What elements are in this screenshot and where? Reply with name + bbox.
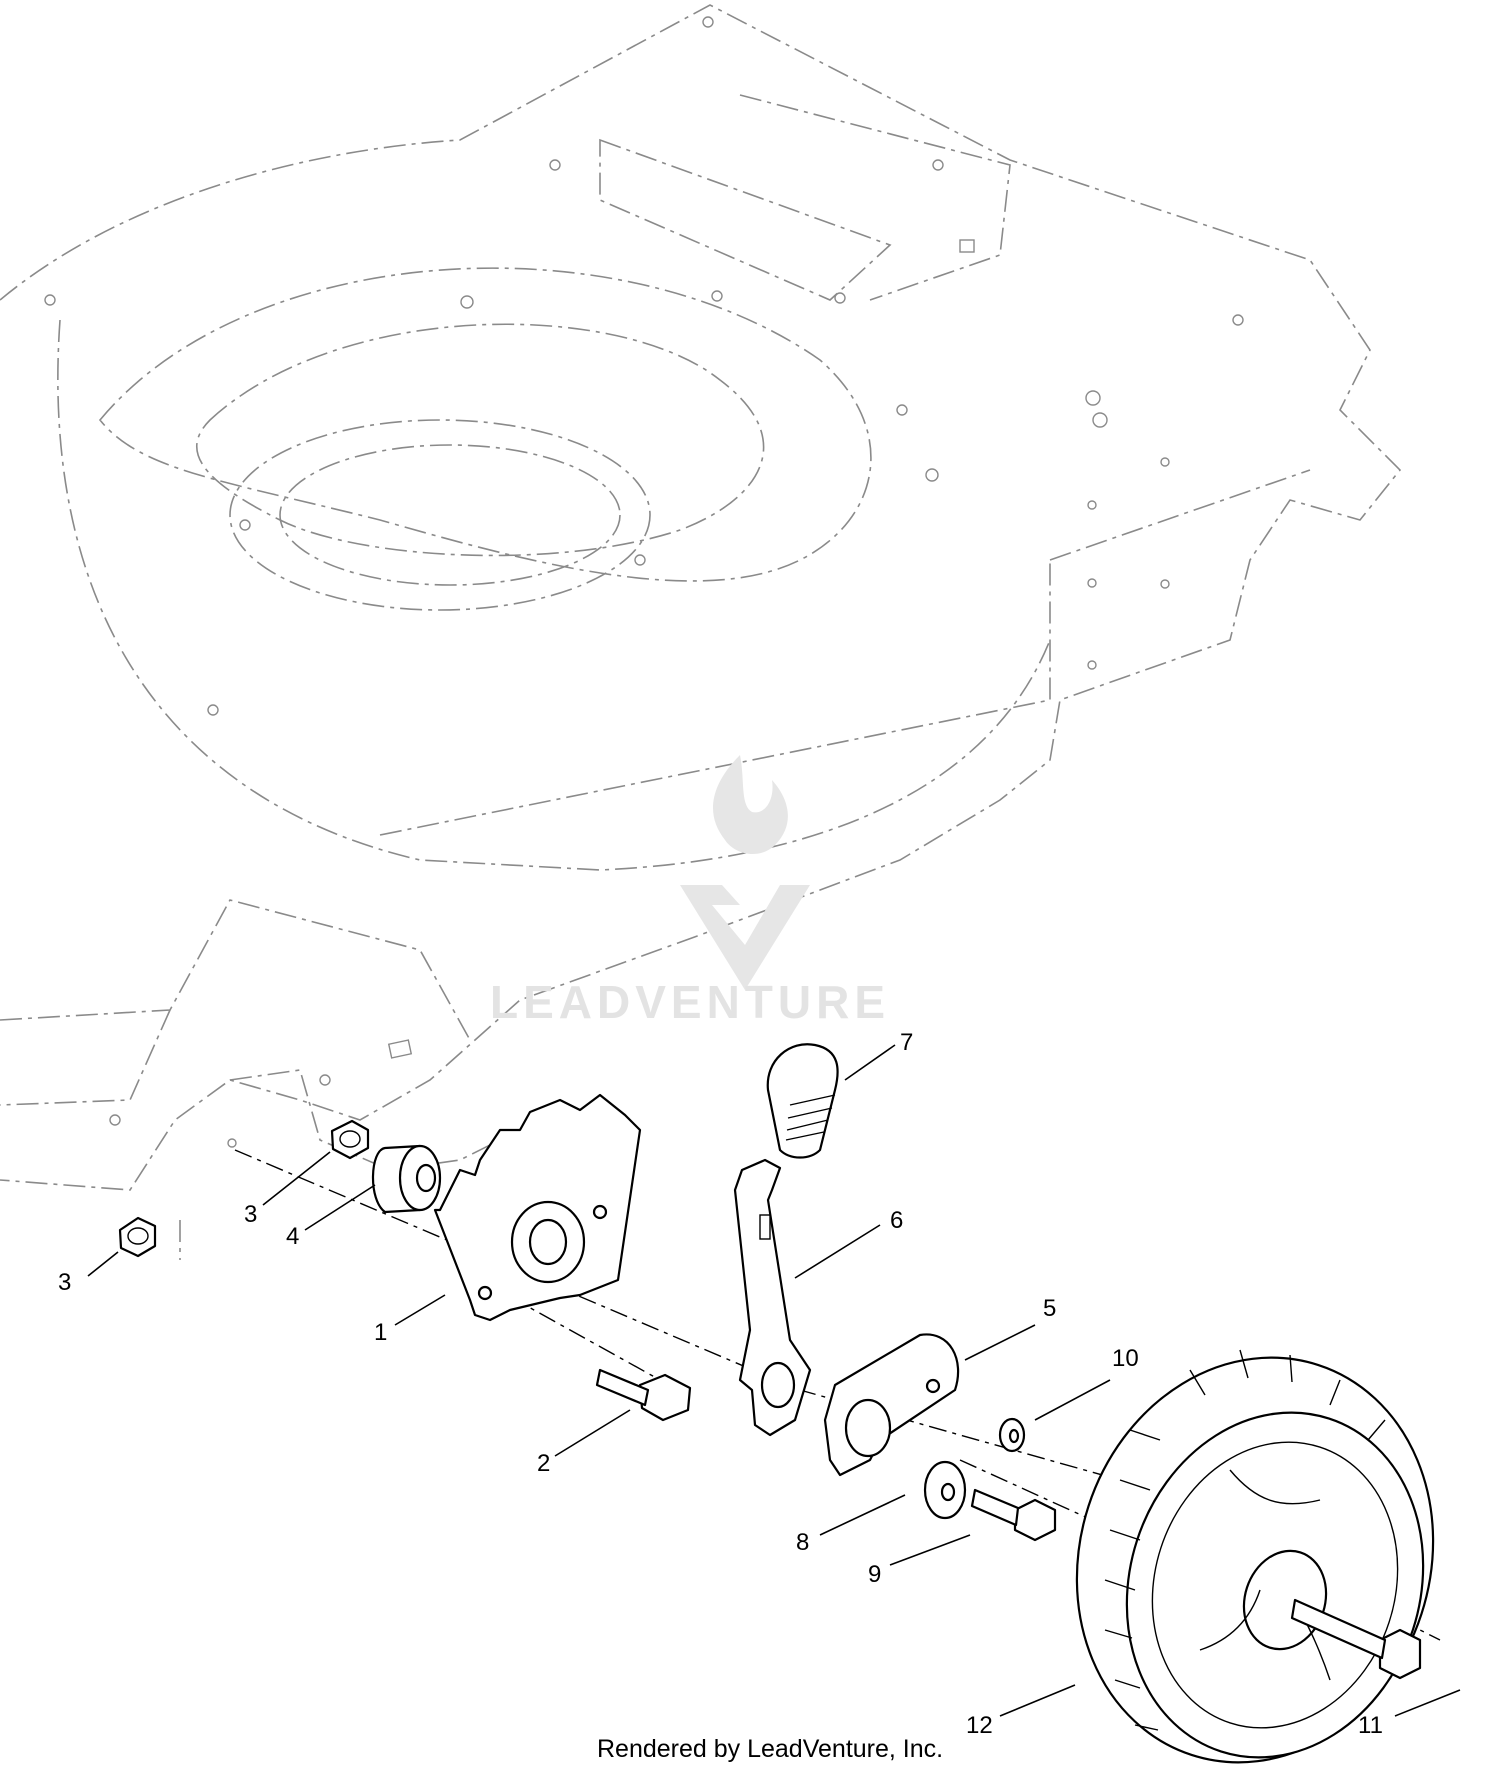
v-logo-icon [680,885,810,990]
part-bolt-short [595,1368,692,1422]
leader-lines [87,1044,1461,1717]
callout-7: 7 [900,1029,913,1056]
part-adjuster-plate [433,1093,642,1322]
callout-3-lower: 3 [58,1269,71,1296]
callout-8: 8 [796,1529,809,1556]
callout-5: 5 [1043,1295,1056,1322]
callout-12: 12 [966,1712,993,1739]
callout-2: 2 [537,1450,550,1477]
watermark-text: LEADVENTURE [490,976,890,1028]
callout-10: 10 [1112,1345,1139,1372]
part-bushing [371,1144,442,1214]
callout-4: 4 [286,1223,299,1250]
render-credit: Rendered by LeadVenture, Inc. [597,1735,943,1763]
part-height-lever [733,1158,812,1437]
part-nut-lower [118,1216,157,1258]
part-handle-grip [766,1043,839,1159]
leadventure-watermark: LEADVENTURE [490,755,890,1028]
callout-1: 1 [374,1319,387,1346]
part-bolt-long [970,1488,1057,1542]
callout-labels: 3 3 4 1 2 7 6 5 10 8 9 12 11 [58,1029,1383,1739]
part-pivot-plate [823,1333,960,1477]
part-washer-large [923,1460,967,1520]
part-axle-bolt [1290,1598,1422,1680]
part-nut-upper [330,1119,370,1160]
flame-icon [713,755,788,855]
callout-11: 11 [1358,1712,1383,1739]
mower-deck-outline [0,4,1402,1260]
callout-3-upper: 3 [244,1201,257,1228]
part-wheel [1075,1349,1435,1764]
callout-9: 9 [868,1561,881,1588]
part-washer-small [998,1417,1026,1453]
callout-6: 6 [890,1207,903,1234]
